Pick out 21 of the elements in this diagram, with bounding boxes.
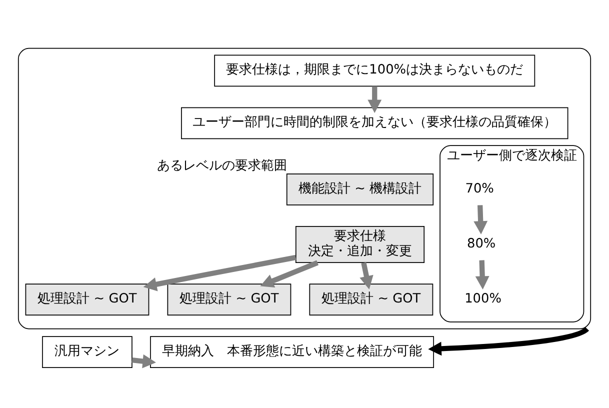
arrow	[475, 260, 490, 289]
arrow	[143, 254, 296, 291]
node-label: あるレベルの要求範囲	[156, 158, 287, 174]
arrow	[368, 86, 382, 113]
arrow	[474, 204, 488, 234]
node-box: 早期納入 本番形態に近い構築と検証が可能	[150, 336, 434, 368]
cluster	[18, 47, 592, 329]
node-box: 処理設計 ~ GOT	[309, 283, 434, 315]
node-text: 100%	[464, 291, 502, 306]
node-box: ユーザー部門に時間的制限を加えない（要求仕様の品質確保）	[181, 106, 568, 139]
node-box: 要求仕様は，期限までに100%は決まらないものだ	[214, 54, 536, 86]
node-box: 汎用マシン	[42, 336, 132, 368]
node-text: 70%	[465, 180, 494, 196]
node-box: 処理設計 ~ GOT	[167, 283, 292, 315]
node-box: 処理設計 ~ GOT	[25, 283, 150, 315]
arrow	[132, 354, 156, 368]
node-text: 80%	[466, 236, 496, 252]
node-box: 要求仕様 決定・追加・変更	[295, 226, 425, 262]
arrow	[428, 326, 589, 356]
arrow	[360, 262, 374, 289]
node-box: 機能設計 ~ 機構設計	[286, 173, 434, 205]
